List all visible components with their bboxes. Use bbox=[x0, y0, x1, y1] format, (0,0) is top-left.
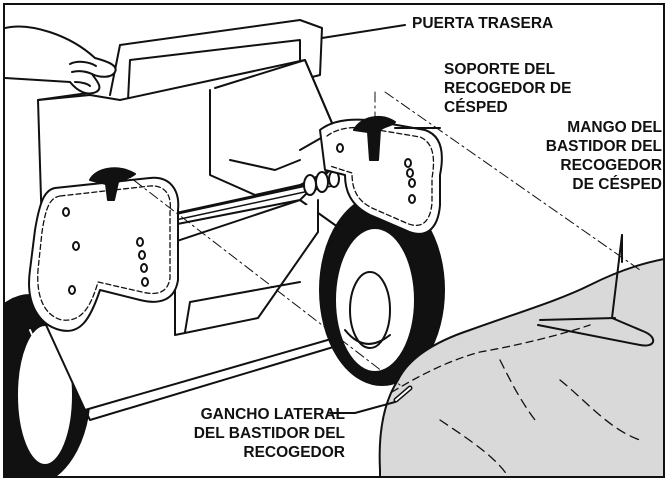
label-grass-bag-bracket: SOPORTE DEL RECOGEDOR DE CÉSPED bbox=[444, 61, 572, 116]
grass-bag-frame-handle bbox=[537, 234, 655, 347]
grass-bag-bracket-left bbox=[89, 167, 136, 201]
label-grass-bag-frame-handle: MANGO DEL BASTIDOR DEL RECOGEDOR DE CÉSP… bbox=[545, 119, 662, 193]
side-hook-pin bbox=[393, 385, 413, 403]
left-bracket-plate bbox=[28, 176, 180, 332]
alignment-guides bbox=[117, 91, 641, 386]
right-rear-wheel bbox=[319, 194, 445, 386]
grass-bag-bracket-right bbox=[353, 115, 396, 161]
leader-lines bbox=[321, 24, 623, 414]
hand-illustration bbox=[5, 25, 117, 95]
label-rear-door: PUERTA TRASERA bbox=[412, 15, 554, 32]
diagram-border bbox=[3, 3, 665, 478]
label-side-hook: GANCHO LATERAL DEL BASTIDOR DEL RECOGEDO… bbox=[193, 406, 345, 461]
grass-bag bbox=[378, 258, 663, 476]
